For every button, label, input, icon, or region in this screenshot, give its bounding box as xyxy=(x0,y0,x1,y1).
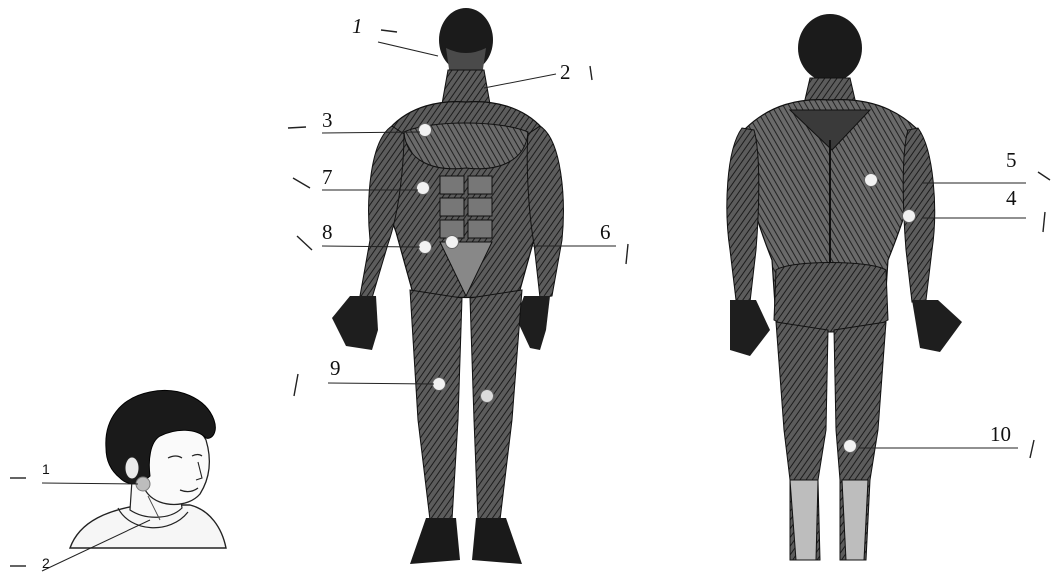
front-marker-6 xyxy=(446,236,459,249)
front-hand-right xyxy=(332,296,378,350)
front-tick-7 xyxy=(293,178,310,188)
portrait-marker-1 xyxy=(136,477,150,491)
front-tick-9 xyxy=(294,374,298,396)
front-marker-9 xyxy=(433,378,446,391)
front-leg-right xyxy=(410,290,462,520)
front-marker-knee xyxy=(481,390,494,403)
front-label-2: 2 xyxy=(560,62,571,83)
back-arm-left xyxy=(727,128,759,302)
front-label-7: 7 xyxy=(322,167,333,188)
front-label-9: 9 xyxy=(330,358,341,379)
front-marker-7 xyxy=(417,182,430,195)
back-label-10: 10 xyxy=(990,424,1011,445)
front-tick-2 xyxy=(590,66,592,80)
front-neck xyxy=(442,70,490,104)
back-figure xyxy=(727,14,1050,560)
back-marker-10 xyxy=(844,440,857,453)
front-label-1: 1 xyxy=(352,16,363,37)
front-label-8: 8 xyxy=(322,222,333,243)
portrait-label-2: 2 xyxy=(42,556,50,570)
back-glutes xyxy=(774,263,888,333)
front-figure xyxy=(288,8,628,564)
front-foot-left xyxy=(472,518,522,564)
back-tick-4 xyxy=(1043,212,1045,232)
front-arm-left xyxy=(527,126,563,298)
back-head xyxy=(798,14,862,82)
front-tick-6 xyxy=(626,244,628,264)
back-tick-5 xyxy=(1038,172,1050,180)
front-leader-2 xyxy=(484,74,556,88)
front-label-6: 6 xyxy=(600,222,611,243)
front-tick-1 xyxy=(381,30,397,32)
front-tick-8 xyxy=(297,236,312,250)
portrait-leader-1 xyxy=(42,483,138,484)
back-marker-5 xyxy=(865,174,878,187)
front-marker-3 xyxy=(419,124,432,137)
back-marker-4 xyxy=(903,210,916,223)
front-marker-8 xyxy=(419,241,432,254)
back-hand-left xyxy=(730,300,770,356)
back-label-4: 4 xyxy=(1006,188,1017,209)
portrait-ear xyxy=(125,457,139,479)
front-foot-right xyxy=(410,518,460,564)
front-tick-3 xyxy=(288,127,306,128)
front-leg-left xyxy=(470,290,522,520)
back-hand-right xyxy=(912,300,962,352)
back-label-5: 5 xyxy=(1006,150,1017,171)
portrait-label-1: 1 xyxy=(42,462,50,476)
front-label-3: 3 xyxy=(322,110,333,131)
portrait-figure xyxy=(10,390,226,571)
front-leader-1 xyxy=(378,42,438,56)
back-tick-10 xyxy=(1030,440,1034,458)
back-heel-right xyxy=(842,480,868,560)
